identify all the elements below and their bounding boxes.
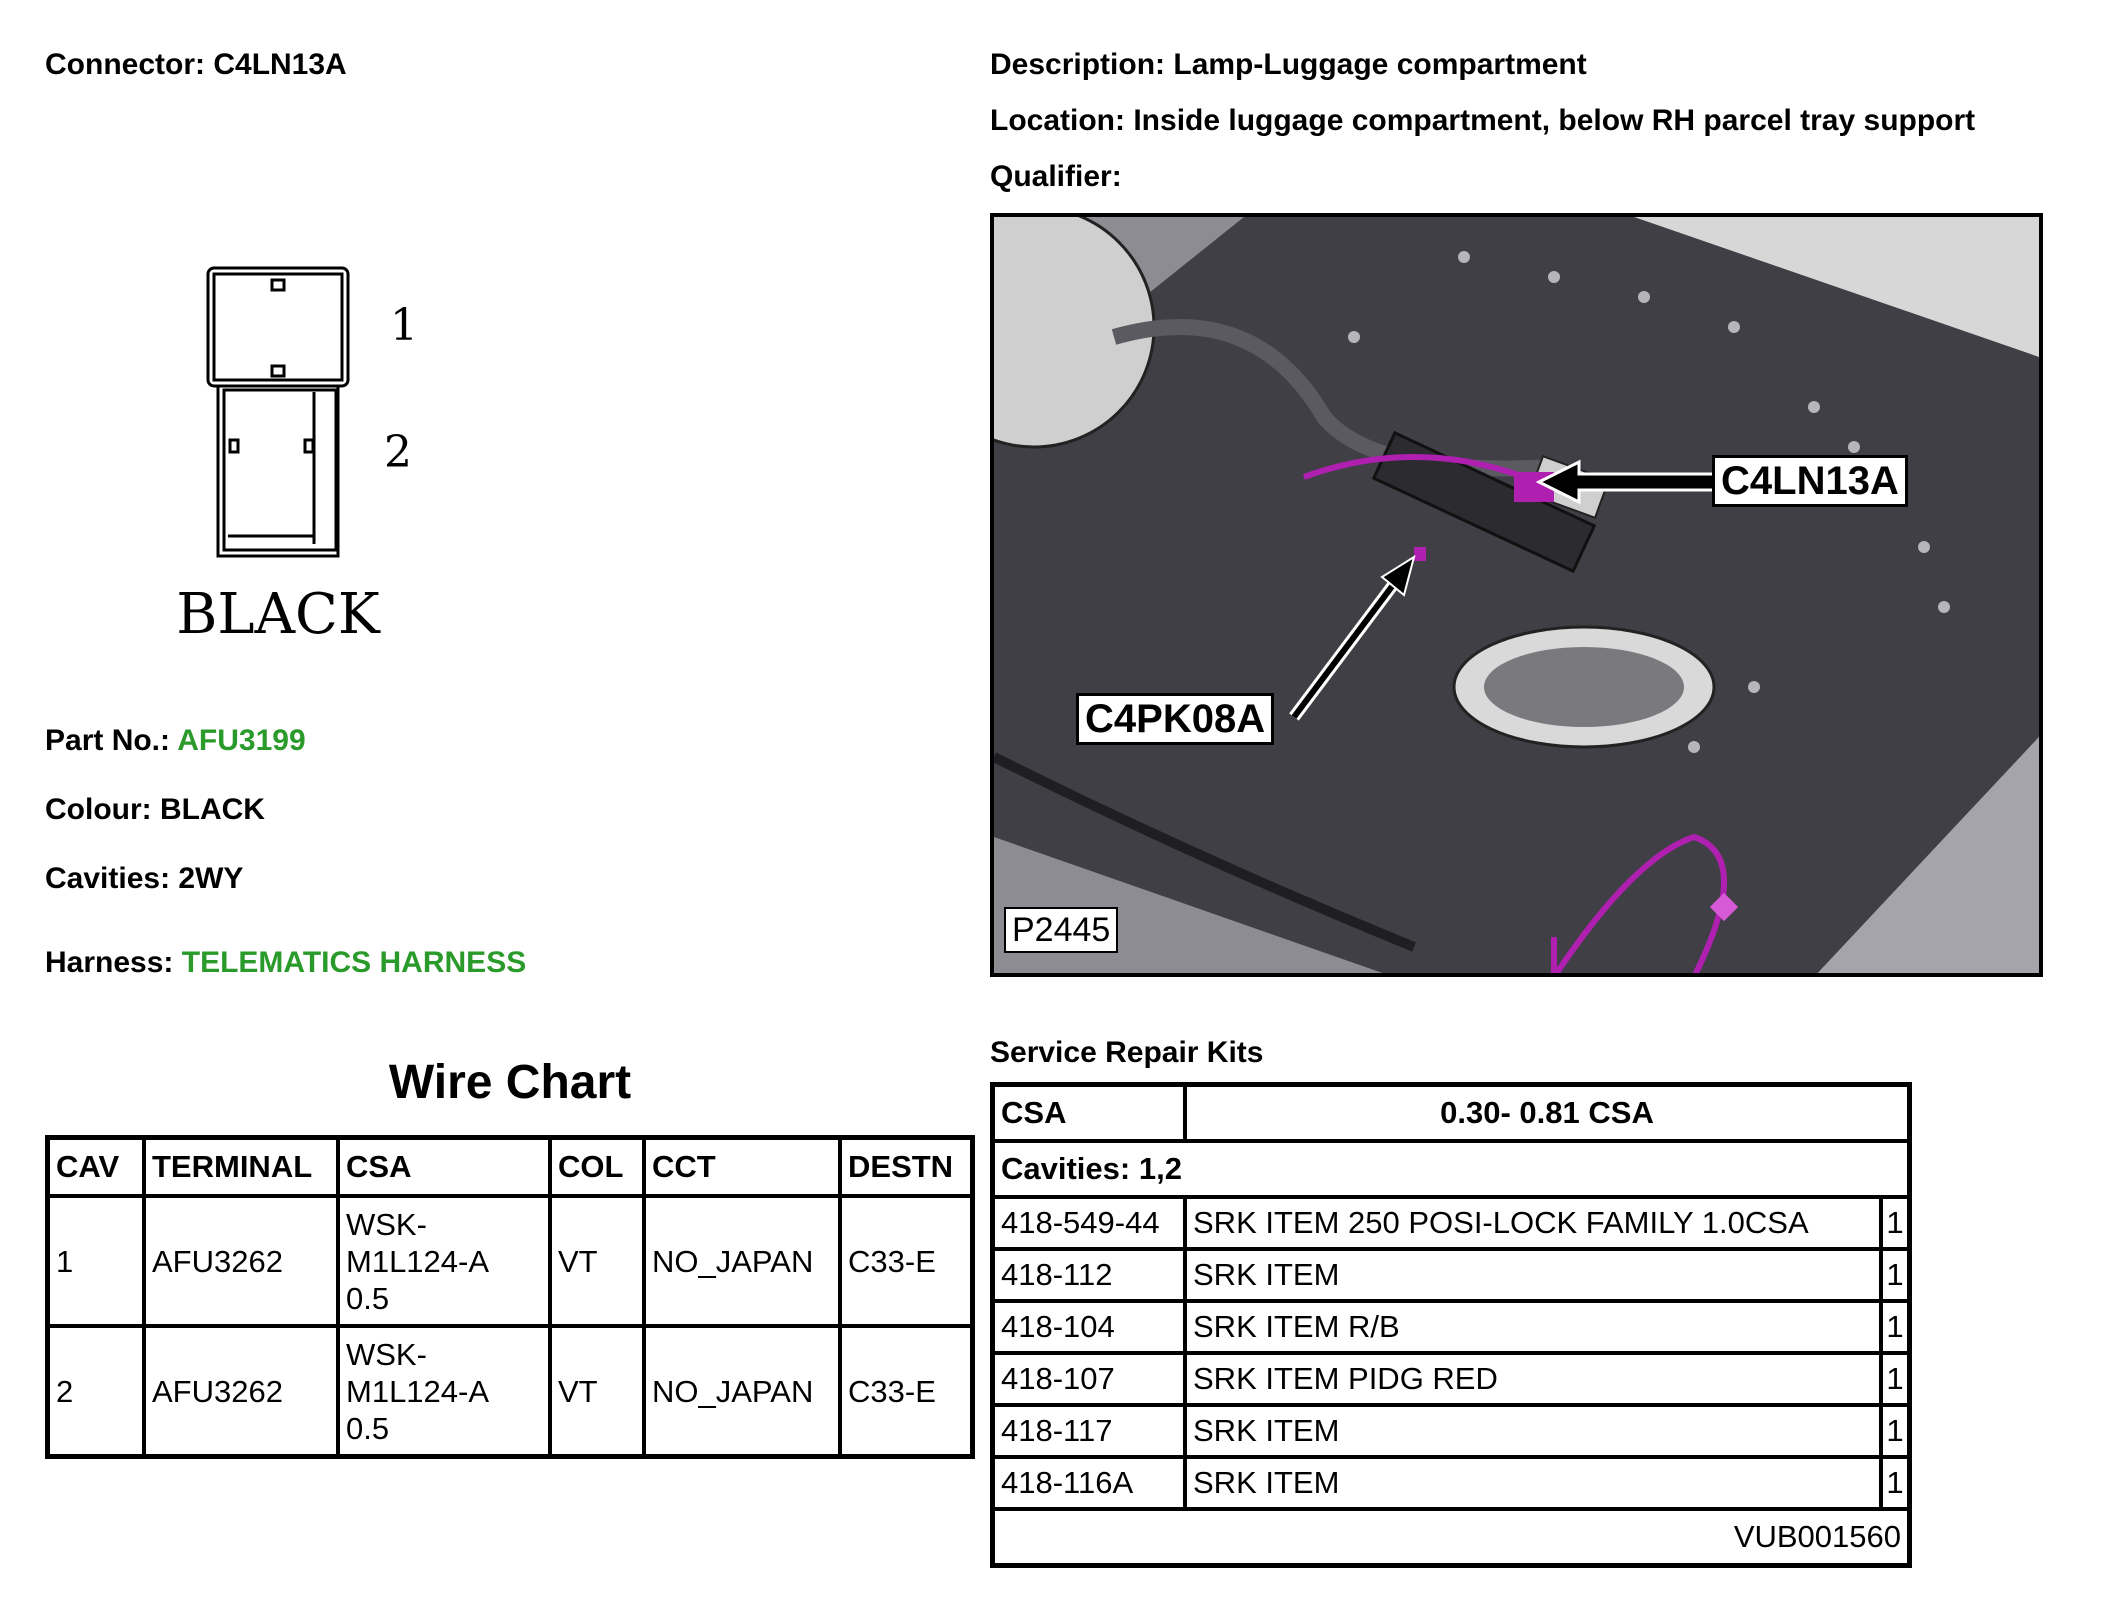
cell-destn: C33-E (838, 1194, 975, 1328)
kit-part: 418-117 (990, 1403, 1187, 1459)
col-cav-header: CAV (45, 1135, 146, 1198)
kit-qty: 1 (1879, 1455, 1912, 1511)
wire-chart-table: CAV TERMINAL CSA COL CCT DESTN 1 AFU3262… (45, 1135, 975, 1459)
kit-desc: SRK ITEM PIDG RED (1183, 1351, 1883, 1407)
kits-reference: VUB001560 (990, 1507, 1912, 1568)
connector-colour-caption: BLACK (176, 582, 381, 647)
kits-csa-range: 0.30- 0.81 CSA (1183, 1082, 1912, 1143)
kit-qty: 1 (1879, 1195, 1912, 1251)
kit-desc: SRK ITEM R/B (1183, 1299, 1883, 1355)
part-no-label: Part No.: (45, 724, 171, 757)
csa-part-2: M1L124-A (346, 1243, 490, 1279)
colour-line: Colour: BLACK (45, 793, 265, 827)
col-cct-header: CCT (642, 1135, 842, 1198)
cell-col: VT (548, 1194, 646, 1328)
table-row: 418-117 SRK ITEM 1 (990, 1403, 1912, 1459)
colour-label: Colour: (45, 793, 152, 826)
cavities-line: Cavities: 2WY (45, 862, 243, 896)
location-illustration (994, 217, 2039, 973)
kit-desc: SRK ITEM (1183, 1247, 1883, 1303)
kit-desc: SRK ITEM (1183, 1403, 1883, 1459)
csa-part-2: M1L124-A (346, 1373, 490, 1409)
kit-part: 418-107 (990, 1351, 1187, 1407)
table-row: 418-112 SRK ITEM 1 (990, 1247, 1912, 1303)
table-row: 418-116A SRK ITEM 1 (990, 1455, 1912, 1511)
callout-secondary-connector: C4PK08A (1076, 693, 1275, 745)
cell-cav: 2 (45, 1324, 146, 1459)
cell-cct: NO_JAPAN (642, 1324, 842, 1459)
part-no-line: Part No.: AFU3199 (45, 724, 306, 758)
kit-part: 418-116A (990, 1455, 1187, 1511)
kits-csa-label: CSA (990, 1082, 1187, 1143)
table-row: 418-107 SRK ITEM PIDG RED 1 (990, 1351, 1912, 1407)
pin-2-label: 2 (384, 427, 412, 478)
cavities-value: 2WY (178, 862, 244, 895)
cavities-label: Cavities: (45, 862, 171, 895)
harness-label: Harness: (45, 946, 174, 979)
kit-desc: SRK ITEM 250 POSI-LOCK FAMILY 1.0CSA (1183, 1195, 1883, 1251)
cell-destn: C33-E (838, 1324, 975, 1459)
location-line: Location: Inside luggage compartment, be… (990, 104, 1975, 138)
kit-part: 418-104 (990, 1299, 1187, 1355)
callout-main-connector: C4LN13A (1712, 455, 1908, 507)
location-photo: C4LN13A C4PK08A P2445 (990, 213, 2043, 977)
csa-part-3: 0.5 (346, 1280, 390, 1316)
description-label: Description: (990, 48, 1166, 81)
pin-1-label: 1 (390, 300, 418, 351)
cavity-2-outline (222, 388, 338, 552)
harness-line: Harness: TELEMATICS HARNESS (45, 946, 526, 980)
kit-desc: SRK ITEM (1183, 1455, 1883, 1511)
cell-col: VT (548, 1324, 646, 1459)
connector-label: Connector: (45, 48, 205, 81)
repair-kits-table: CSA 0.30- 0.81 CSA Cavities: 1,2 418-549… (990, 1082, 1912, 1568)
kits-cavities: Cavities: 1,2 (990, 1139, 1912, 1199)
csa-part-1: WSK- (346, 1336, 427, 1372)
kit-part: 418-112 (990, 1247, 1187, 1303)
harness-value[interactable]: TELEMATICS HARNESS (181, 946, 527, 979)
connector-diagram: 1 2 BLACK (176, 266, 418, 647)
qualifier-label: Qualifier: (990, 160, 1122, 193)
location-value: Inside luggage compartment, below RH par… (1133, 104, 1976, 137)
repair-kits-title: Service Repair Kits (990, 1036, 1264, 1069)
kits-cavities-row: Cavities: 1,2 (990, 1139, 1912, 1199)
wire-chart-header-row: CAV TERMINAL CSA COL CCT DESTN (45, 1135, 975, 1198)
description-value: Lamp-Luggage compartment (1173, 48, 1587, 81)
cavity-1-outline (206, 266, 350, 388)
description-line: Description: Lamp-Luggage compartment (990, 48, 1587, 82)
colour-value: BLACK (159, 793, 265, 826)
kits-reference-row: VUB001560 (990, 1507, 1912, 1568)
location-label: Location: (990, 104, 1125, 137)
wire-chart-title: Wire Chart (388, 1056, 632, 1109)
col-col-header: COL (548, 1135, 646, 1198)
kit-qty: 1 (1879, 1403, 1912, 1459)
photo-reference: P2445 (1004, 907, 1119, 953)
part-no-value[interactable]: AFU3199 (177, 724, 306, 757)
kit-part: 418-549-44 (990, 1195, 1187, 1251)
kit-qty: 1 (1879, 1299, 1912, 1355)
cell-cav: 1 (45, 1194, 146, 1328)
kit-qty: 1 (1879, 1247, 1912, 1303)
kits-header-row: CSA 0.30- 0.81 CSA (990, 1082, 1912, 1143)
col-destn-header: DESTN (838, 1135, 975, 1198)
cavity-1-inner (212, 272, 344, 382)
csa-part-3: 0.5 (346, 1410, 390, 1446)
connector-value: C4LN13A (213, 48, 347, 81)
csa-part-1: WSK- (346, 1206, 427, 1242)
table-row: 418-104 SRK ITEM R/B 1 (990, 1299, 1912, 1355)
table-row: 418-549-44 SRK ITEM 250 POSI-LOCK FAMILY… (990, 1195, 1912, 1251)
cell-cct: NO_JAPAN (642, 1194, 842, 1328)
kit-qty: 1 (1879, 1351, 1912, 1407)
col-terminal-header: TERMINAL (142, 1135, 340, 1198)
cell-terminal: AFU3262 (142, 1194, 340, 1328)
cell-terminal: AFU3262 (142, 1324, 340, 1459)
col-csa-header: CSA (336, 1135, 552, 1198)
connector-line: Connector: C4LN13A (45, 48, 347, 82)
